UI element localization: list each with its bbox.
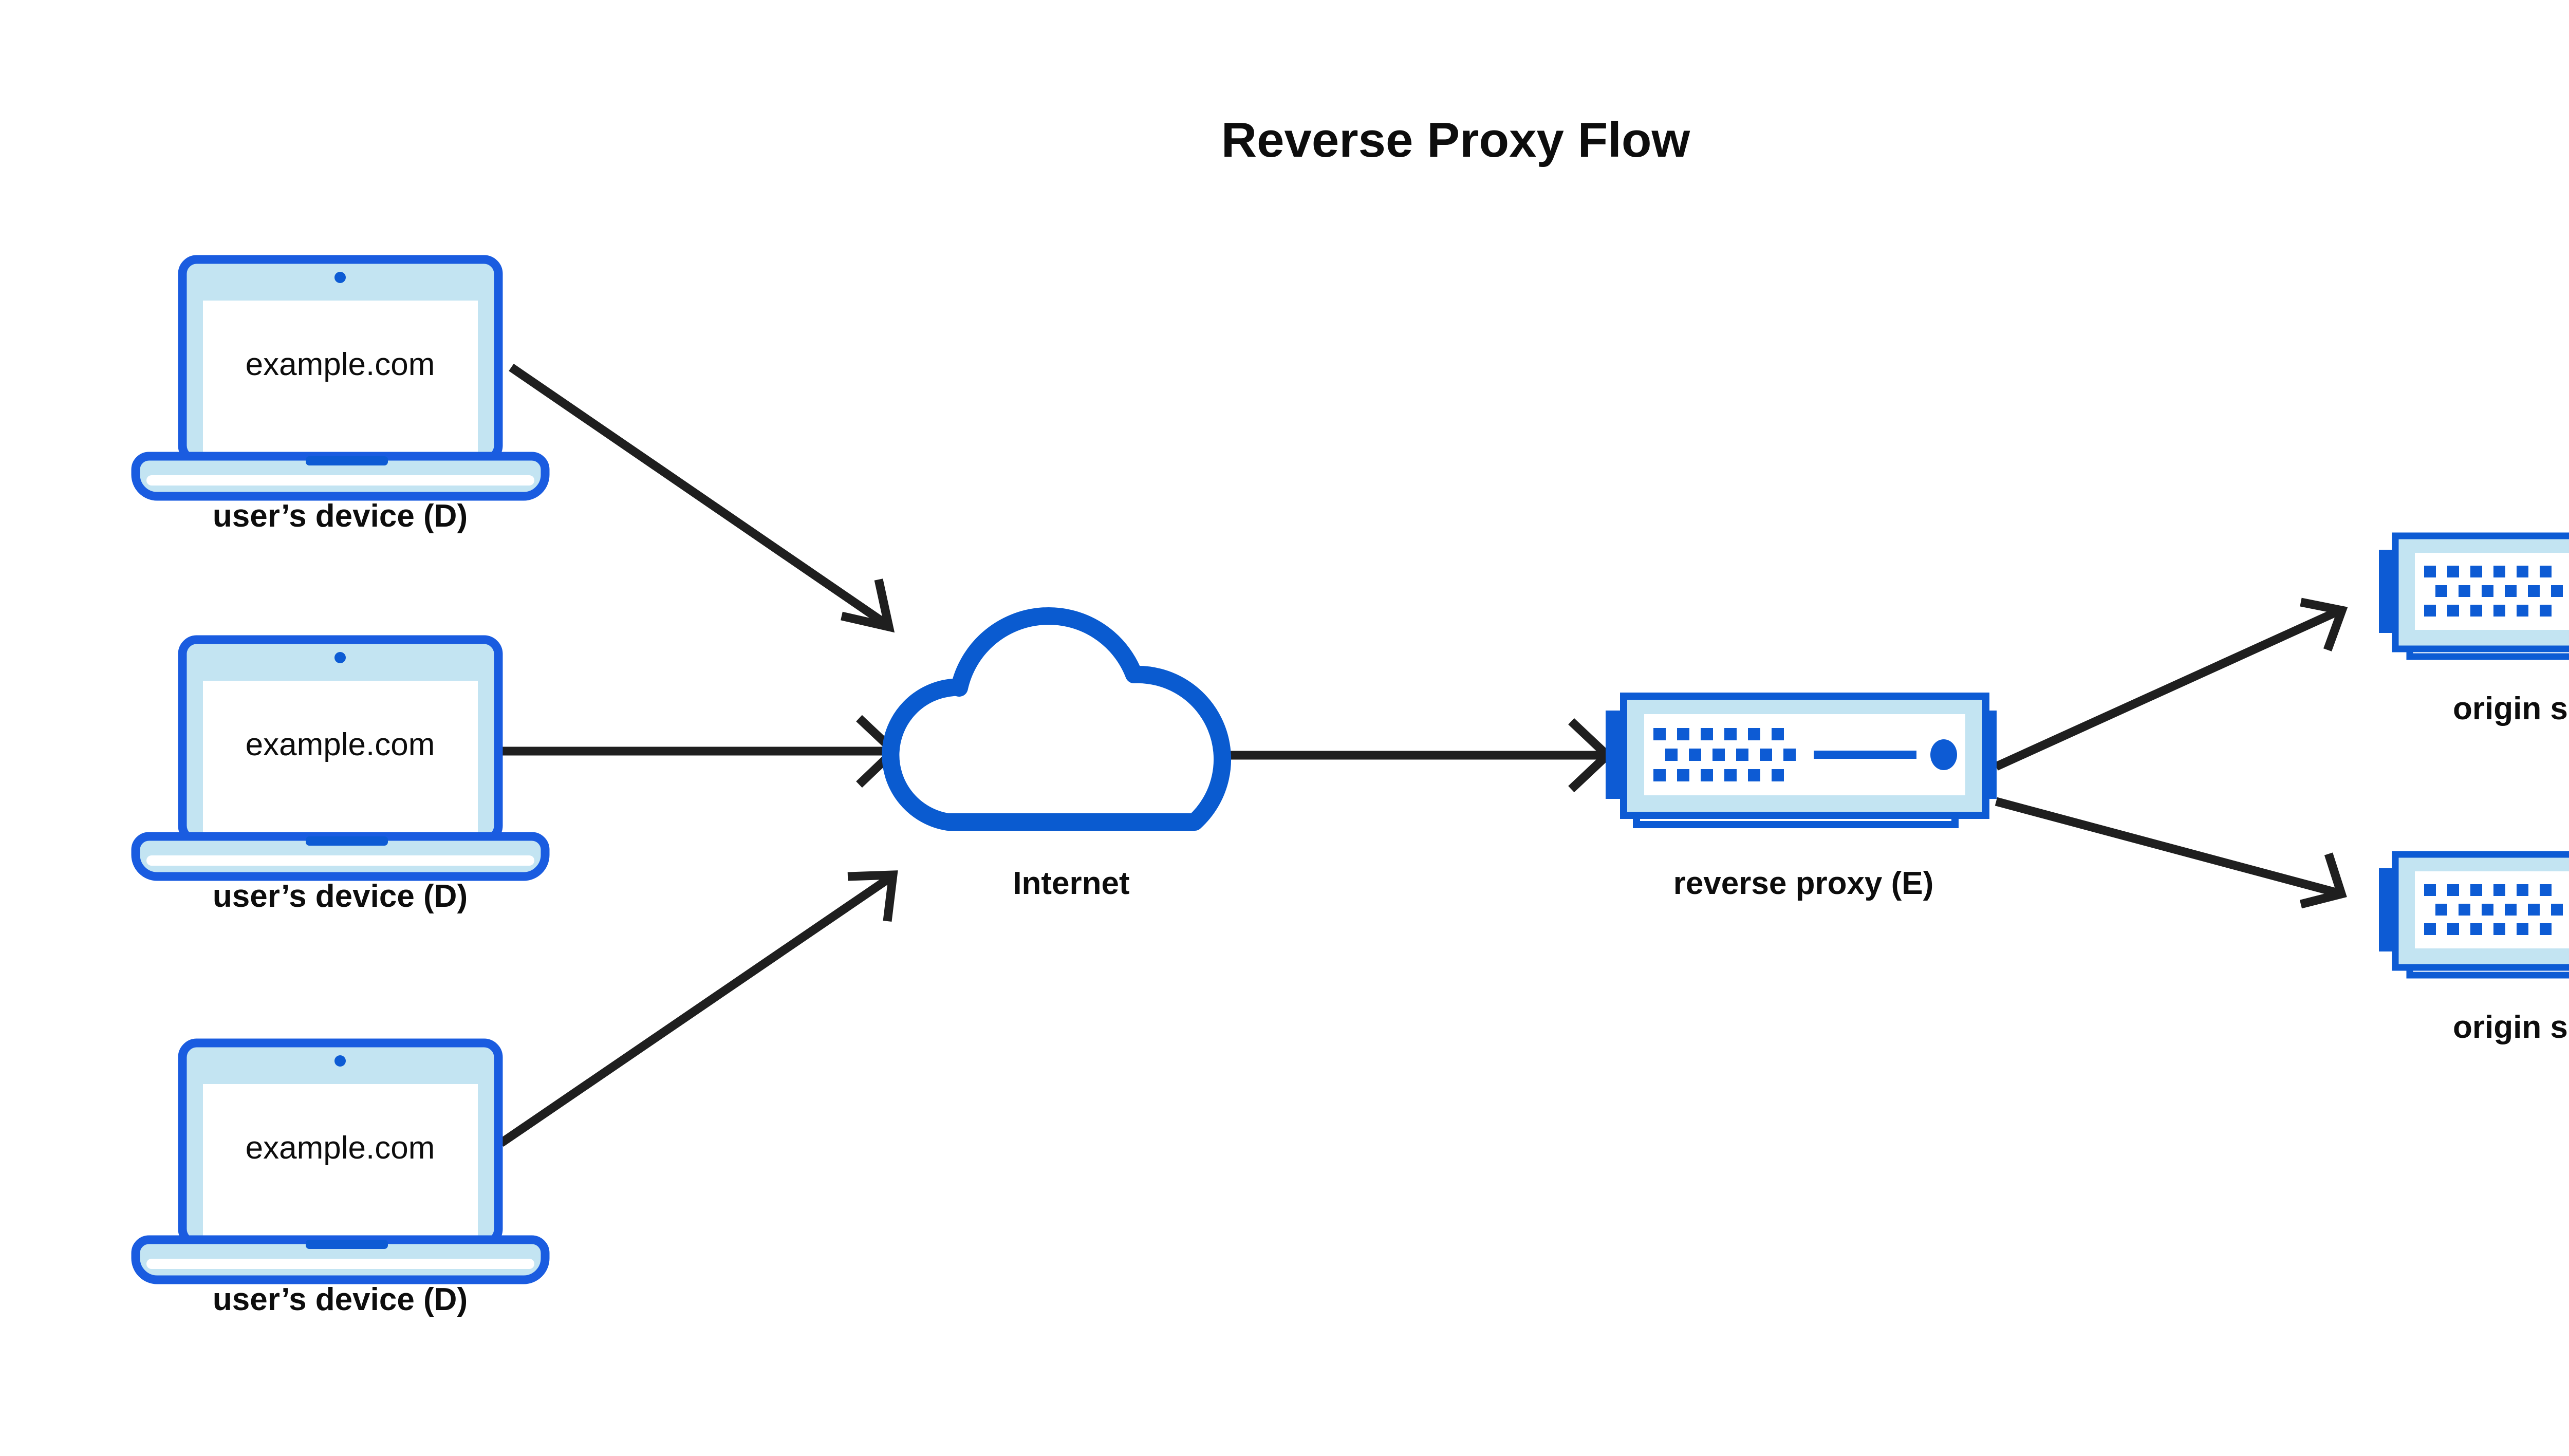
laptop-notch: [306, 836, 388, 846]
edge-line: [1994, 607, 2340, 771]
node-label: origin server (F): [2453, 1010, 2569, 1045]
node-origin-1[interactable]: origin server (F): [2379, 532, 2569, 726]
node-reverse-proxy[interactable]: reverse proxy (E): [1606, 693, 1997, 901]
laptop-screen: [203, 1084, 478, 1243]
webcam-icon: [334, 652, 346, 663]
edge-line: [1995, 797, 2339, 898]
node-label: reverse proxy (E): [1673, 866, 1934, 901]
page-title: Reverse Proxy Flow: [1221, 113, 1690, 167]
laptop-icon: example.com: [131, 635, 550, 881]
laptop-notch: [306, 1240, 388, 1249]
screen-url-text: example.com: [246, 347, 435, 382]
arrowhead-icon: [2300, 598, 2348, 651]
laptop-screen: [203, 301, 478, 460]
node-device-3[interactable]: example.com user’s device (D): [131, 1038, 550, 1317]
edge-device2-internet: [502, 715, 901, 788]
node-label: Internet: [1013, 866, 1129, 901]
cloud-icon: [882, 607, 1232, 831]
edge-device3-internet: [498, 870, 898, 1147]
server-vent-grid: [1653, 728, 1796, 781]
server-vent-grid: [2424, 566, 2563, 617]
webcam-icon: [334, 1055, 346, 1067]
server-icon: [2379, 532, 2569, 660]
webcam-icon: [334, 272, 346, 283]
arrowhead-icon: [847, 870, 898, 922]
arrowhead-icon: [841, 578, 895, 633]
node-device-1[interactable]: example.com user’s device (D): [131, 255, 550, 534]
server-icon: [1606, 693, 1997, 828]
node-label: user’s device (D): [213, 879, 468, 914]
edge-line: [498, 874, 891, 1147]
laptop-screen: [203, 681, 478, 840]
edge-device1-internet: [509, 363, 895, 633]
laptop-icon: example.com: [131, 1038, 550, 1284]
edge-internet-proxy: [1231, 718, 1614, 793]
screen-url-text: example.com: [246, 727, 435, 762]
node-device-2[interactable]: example.com user’s device (D): [131, 635, 550, 914]
screen-url-text: example.com: [246, 1130, 435, 1166]
laptop-icon: example.com: [131, 255, 550, 501]
node-internet[interactable]: Internet: [882, 607, 1232, 901]
laptop-notch: [306, 456, 388, 465]
edge-proxy-origin2: [1995, 797, 2347, 909]
server-vent-grid: [2424, 884, 2563, 935]
node-origin-2[interactable]: origin server (F): [2379, 851, 2569, 1045]
node-label: user’s device (D): [213, 1282, 468, 1317]
edge-proxy-origin1: [1994, 598, 2348, 771]
edge-line: [509, 363, 889, 628]
node-label: user’s device (D): [213, 498, 468, 534]
arrowhead-icon: [2299, 852, 2347, 909]
node-label: origin server (F): [2453, 691, 2569, 726]
server-status-dot: [1930, 739, 1957, 770]
server-icon: [2379, 851, 2569, 979]
